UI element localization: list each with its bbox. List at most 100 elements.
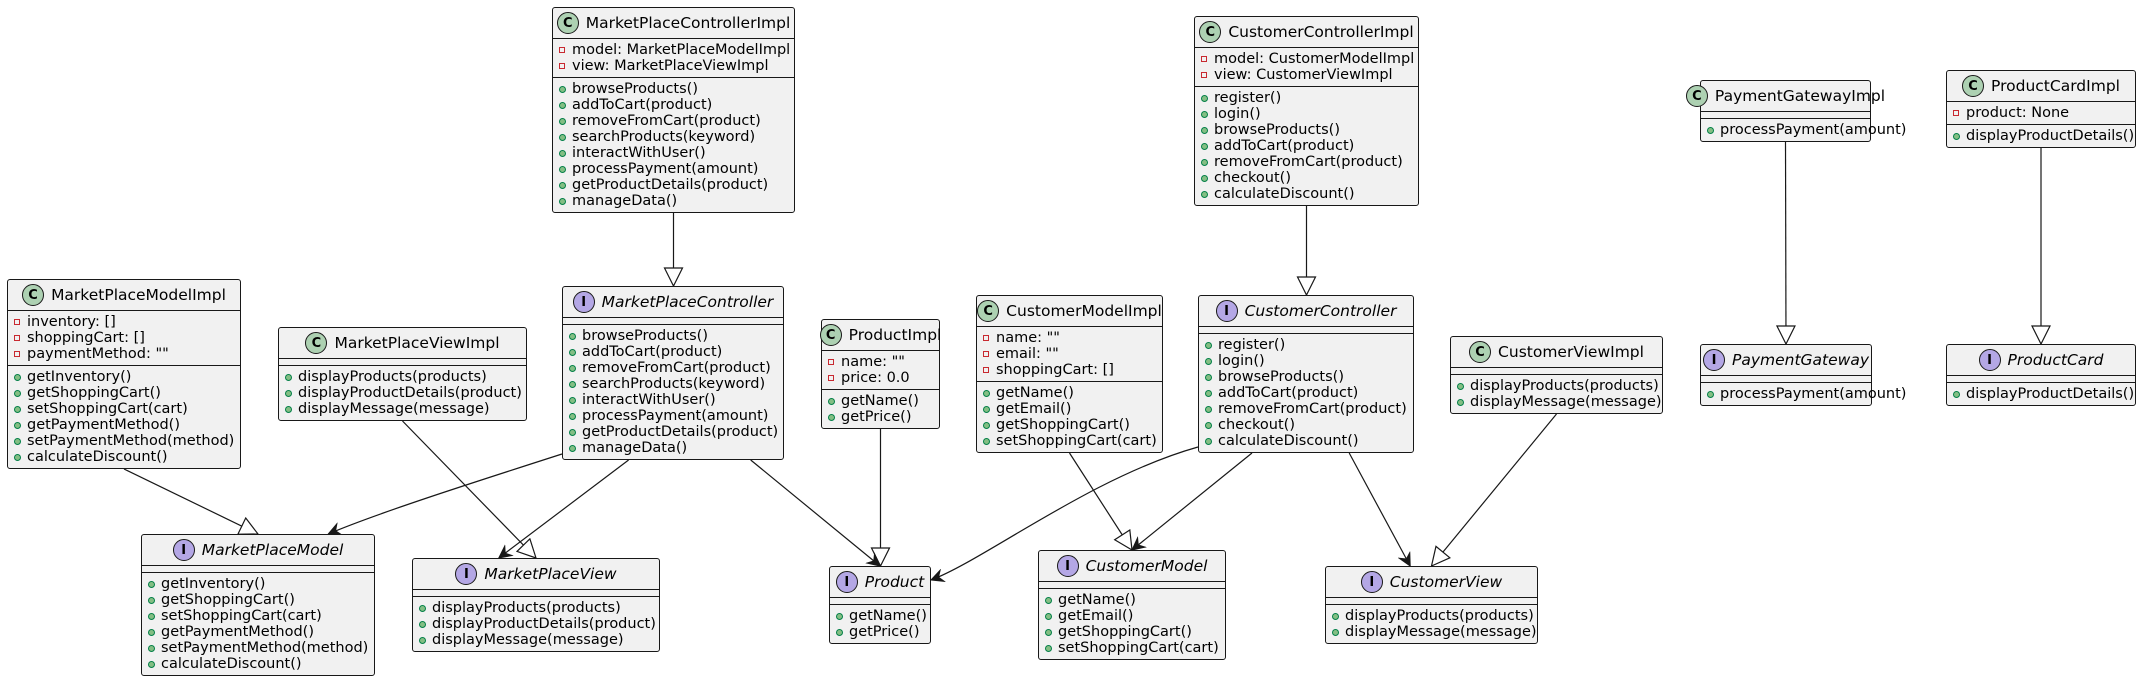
method-row: login()	[1199, 353, 1413, 369]
public-visibility-icon	[1205, 437, 1218, 445]
method-text: checkout()	[1218, 417, 1295, 433]
public-visibility-icon	[1707, 390, 1720, 398]
realization-edge-mpmi-to-mpm	[123, 468, 258, 534]
method-text: getName()	[1058, 592, 1136, 608]
method-text: addToCart(product)	[1218, 385, 1359, 401]
public-visibility-icon	[419, 604, 432, 612]
association-edge-mpc-to-mpv	[499, 459, 629, 558]
private-visibility-icon	[14, 335, 27, 341]
method-row: displayMessage(message)	[279, 401, 526, 417]
public-visibility-icon	[1201, 190, 1214, 198]
method-row: checkout()	[1199, 417, 1413, 433]
private-visibility-icon	[1201, 56, 1214, 62]
realization-edge-cvi-to-cv	[1432, 413, 1557, 566]
public-visibility-icon	[1201, 142, 1214, 150]
fields-section	[1451, 368, 1662, 375]
method-row: displayMessage(message)	[413, 632, 659, 648]
fields-section	[1326, 598, 1537, 605]
public-visibility-icon	[836, 612, 849, 620]
method-row: manageData()	[563, 440, 783, 456]
method-row: displayMessage(message)	[1451, 394, 1662, 410]
methods-section: processPayment(amount)	[1701, 383, 1906, 405]
method-row: searchProducts(keyword)	[553, 129, 794, 145]
method-row: removeFromCart(product)	[563, 360, 783, 376]
interface-badge-icon: I	[1360, 571, 1383, 593]
method-text: browseProducts()	[582, 328, 708, 344]
method-text: addToCart(product)	[572, 97, 713, 113]
method-text: calculateDiscount()	[161, 656, 302, 672]
method-text: getProductDetails(product)	[572, 177, 769, 193]
interface-box-customer-view[interactable]: I CustomerView displayProducts(products)di…	[1325, 566, 1538, 644]
method-row: getInventory()	[142, 576, 374, 592]
class-badge-icon: C	[1469, 341, 1492, 363]
class-badge-icon: C	[1199, 21, 1222, 43]
method-row: displayProductDetails()	[1947, 386, 2135, 402]
method-text: calculateDiscount()	[1214, 186, 1355, 202]
public-visibility-icon	[1457, 382, 1470, 390]
method-row: getShoppingCart()	[1039, 624, 1225, 640]
method-text: getPaymentMethod()	[161, 624, 314, 640]
methods-section: displayProducts(products)displayMessage(…	[1326, 605, 1537, 643]
association-edge-mpc-to-mpm	[328, 453, 563, 534]
method-text: login()	[1218, 353, 1265, 369]
field-text: view: CustomerViewImpl	[1214, 67, 1393, 83]
method-text: processPayment(amount)	[1720, 122, 1907, 138]
private-visibility-icon	[828, 359, 841, 365]
method-text: processPayment(amount)	[582, 408, 769, 424]
field-text: price: 0.0	[841, 370, 910, 386]
public-visibility-icon	[148, 644, 161, 652]
method-text: removeFromCart(product)	[1214, 154, 1403, 170]
public-visibility-icon	[1201, 158, 1214, 166]
method-row: setShoppingCart(cart)	[142, 608, 374, 624]
class-badge-icon: C	[556, 12, 579, 34]
fields-section	[830, 598, 930, 605]
method-row: manageData()	[553, 193, 794, 209]
fields-section	[1039, 582, 1225, 589]
public-visibility-icon	[559, 197, 572, 205]
method-text: getName()	[996, 385, 1074, 401]
method-text: getInventory()	[161, 576, 266, 592]
public-visibility-icon	[419, 636, 432, 644]
method-text: interactWithUser()	[582, 392, 716, 408]
class-name: CustomerModelImpl	[1006, 302, 1162, 320]
class-name: Product	[864, 573, 925, 591]
method-text: browseProducts()	[1218, 369, 1344, 385]
public-visibility-icon	[569, 428, 582, 436]
public-visibility-icon	[1045, 596, 1058, 604]
realization-edge-pgi-to-pg	[1786, 141, 1787, 344]
method-row: browseProducts()	[563, 328, 783, 344]
private-visibility-icon	[983, 335, 996, 341]
association-edge-cc-to-cm	[1132, 452, 1253, 550]
public-visibility-icon	[983, 389, 996, 397]
public-visibility-icon	[285, 389, 298, 397]
method-text: getPrice()	[841, 409, 912, 425]
public-visibility-icon	[14, 405, 27, 413]
class-name: CustomerView	[1389, 573, 1503, 591]
public-visibility-icon	[983, 437, 996, 445]
method-row: interactWithUser()	[563, 392, 783, 408]
public-visibility-icon	[569, 412, 582, 420]
method-row: getProductDetails(product)	[563, 424, 783, 440]
public-visibility-icon	[559, 165, 572, 173]
